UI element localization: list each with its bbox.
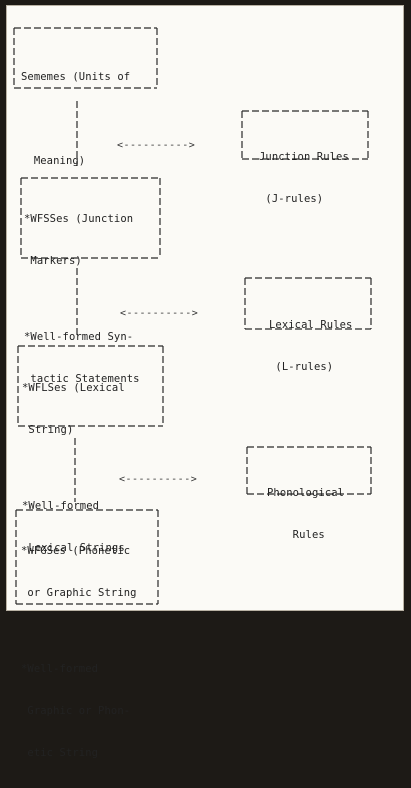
phonological-rules-box: Phonological Rules [267,458,344,570]
wfsses-box: *WFSSes (Junction Markers) *Well-formed … [24,184,140,414]
box-line: Lexical Strings [22,542,125,554]
sememes-box: Sememes (Units of Meaning) [21,42,130,196]
box-line: *Well-formed Syn- [24,331,134,343]
junction-rules-box: Junction Rules (J-rules) [259,122,349,234]
box-line: Sememes (Units of [21,71,131,83]
wfgses-box-border [15,509,159,605]
box-line: Rules [267,529,325,541]
box-line: tactic Statements [24,373,140,385]
wflses-box-border [17,345,164,427]
box-line: *WFGSes (Phonetic [21,545,131,557]
box-line: Junction Rules [259,151,349,163]
box-line: *WFLSes (Lexical [22,382,125,394]
junction-rules-box-border [241,110,369,160]
wfsses-box-border [20,177,161,259]
box-line [22,465,125,471]
diagram-page: Sememes (Units of Meaning) *WFSSes (Junc… [6,5,404,759]
box-line: Phonological [267,487,345,499]
wflses-box: *WFLSes (Lexical String) *Well-formed Le… [22,353,125,583]
box-line: *WFSSes (Junction [24,213,134,225]
box-line: or Graphic String [21,587,137,599]
box-line: (J-rules) [259,193,324,205]
sememes-box-border [13,27,158,89]
box-line [21,628,137,634]
box-line: Lexical Rules [269,319,353,331]
phonological-rules-box-border [246,446,372,495]
box-line: Meaning) [21,155,86,167]
lexical-rules-box: Lexical Rules (L-rules) [269,290,352,402]
arrow-junction: <----------> [117,140,196,151]
box-line: Markers) [24,255,82,267]
box-line: *Well-formed [22,500,100,512]
box-line [24,296,140,302]
box-line: (L-rules) [269,361,334,373]
box-line: String) [22,424,74,436]
box-line [21,112,130,126]
box-line: *Well-formed [21,663,99,675]
arrow-phonological: <----------> [119,474,198,485]
box-line: etic String [21,747,99,759]
arrow-lexical: <----------> [120,308,199,319]
box-line: Graphic or Phon- [21,705,131,717]
lexical-rules-box-border [244,277,372,330]
diagram-strokes [13,27,372,605]
photo-frame: Sememes (Units of Meaning) *WFSSes (Junc… [6,5,404,759]
wfgses-box: *WFGSes (Phonetic or Graphic String *Wel… [21,516,137,788]
